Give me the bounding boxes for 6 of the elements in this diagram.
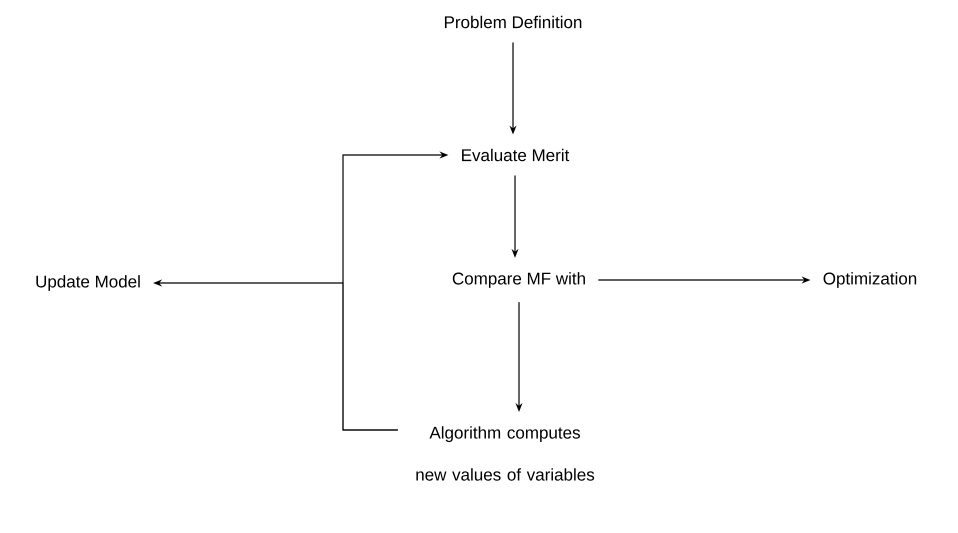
- text-label: Algorithm computes new values of variables: [416, 426, 594, 481]
- text-label: Update Model: [36, 275, 140, 291]
- text-label: Problem Definition: [444, 16, 582, 28]
- text-label: Compare MF with: [452, 272, 585, 288]
- text-label: Evaluate Merit: [462, 148, 570, 162]
- text-label: Optimization: [824, 272, 916, 288]
